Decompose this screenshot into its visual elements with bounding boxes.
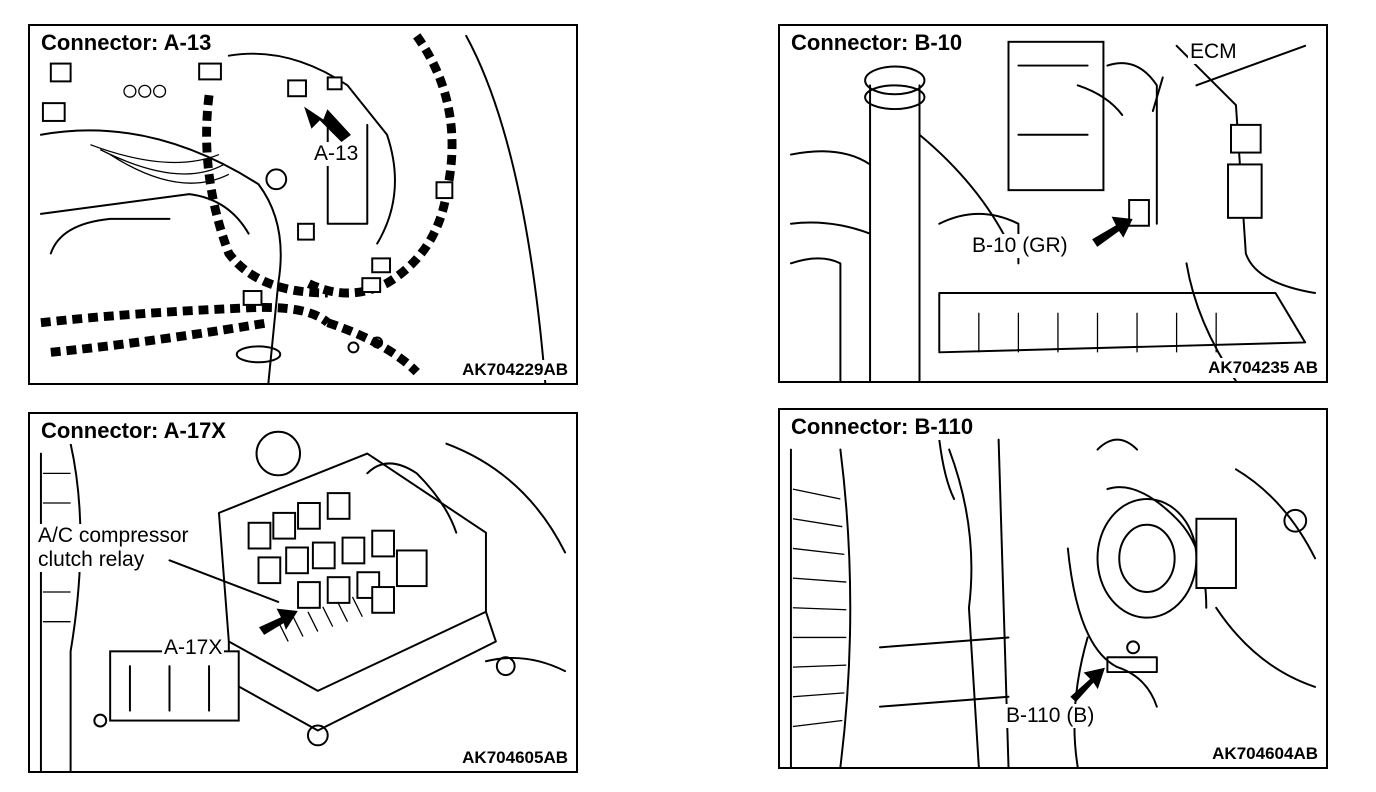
panel-title: Connector: B-110 <box>788 414 977 440</box>
callout-b110: B-110 (B) <box>1004 704 1097 728</box>
diagram-panel-b110: Connector: B-110 B-110 (B) AK704604AB <box>778 408 1328 769</box>
figure-code: AK704229AB <box>460 360 570 380</box>
panel-title: Connector: B-10 <box>788 30 966 56</box>
figure-code: AK704605AB <box>460 748 570 768</box>
relay-box-illustration-a17x <box>39 430 567 771</box>
callout-a17x: A-17X <box>162 636 225 660</box>
engine-bay-illustration-a13 <box>39 33 547 383</box>
diagram-panel-a17x: Connector: A-17X A/C compressor clutch r… <box>28 412 578 773</box>
callout-a13: A-13 <box>312 142 361 166</box>
callout-relay-line2: clutch relay <box>36 548 147 572</box>
panel-title: Connector: A-13 <box>38 30 215 56</box>
callout-relay-line1: A/C compressor <box>36 524 191 548</box>
callout-b10: B-10 (GR) <box>970 234 1070 258</box>
engine-bay-illustration-b10 <box>789 40 1317 381</box>
figure-code: AK704604AB <box>1210 744 1320 764</box>
panel-title: Connector: A-17X <box>38 418 229 444</box>
diagram-panel-a13: Connector: A-13 A-13 AK704229AB <box>28 24 578 385</box>
diagram-panel-b10: Connector: B-10 ECM B-10 (GR) AK704235 A… <box>778 24 1328 383</box>
callout-ecm: ECM <box>1188 40 1239 64</box>
figure-code: AK704235 AB <box>1206 358 1320 378</box>
engine-bay-illustration-b110 <box>789 438 1317 767</box>
